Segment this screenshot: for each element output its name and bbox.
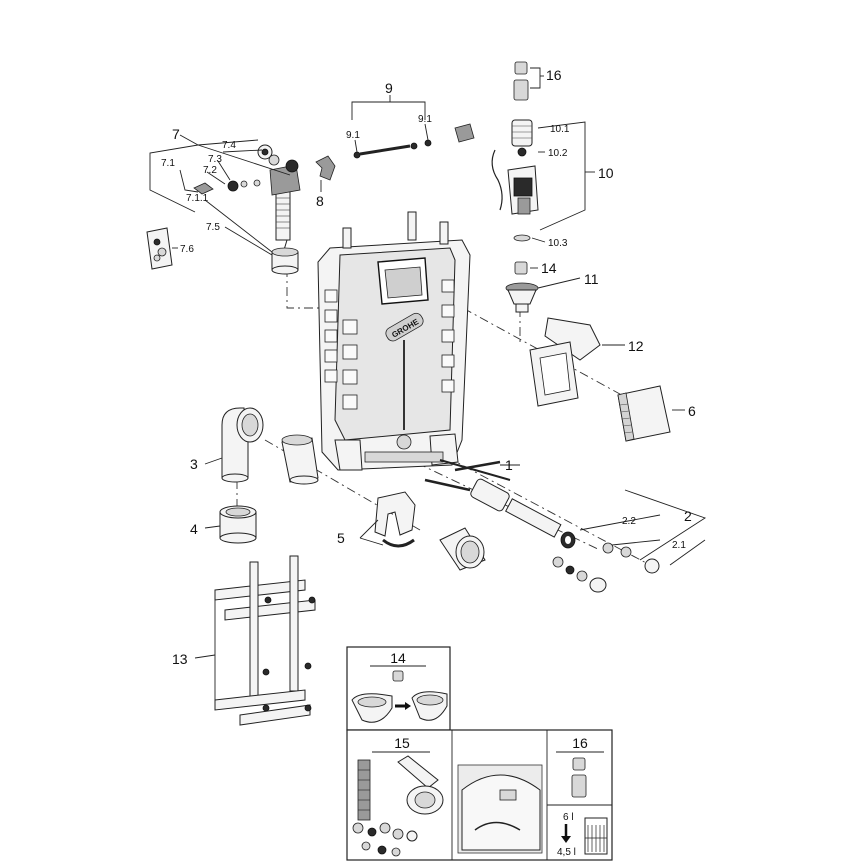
part-16-top: 16 (513, 61, 562, 101)
part-14: 14 (514, 260, 557, 276)
part-11-drain: 11 (505, 271, 599, 313)
part-6-box: 6 (617, 385, 696, 442)
part-10-flush-valve: 10.1 10.2 10 10.3 (491, 119, 614, 249)
label-14: 14 (541, 260, 557, 276)
inset-15-title: 15 (394, 735, 410, 751)
label-11: 11 (584, 271, 599, 287)
label-7-6: 7.6 (180, 244, 194, 255)
label-7-3: 7.3 (208, 154, 222, 165)
inset-panels: 14 15 (346, 646, 613, 861)
label-7: 7 (172, 126, 180, 142)
part-12-frame: 12 (529, 317, 644, 407)
part-7-fill-valve: 7 7.4 7.3 7.1 7.2 7.1.1 7.5 (149, 126, 301, 275)
part-5-bracket: 5 (337, 491, 416, 548)
wc-bowl-before (351, 693, 393, 723)
label-2-2: 2.2 (622, 516, 636, 527)
label-9-1b: 9.1 (418, 114, 432, 125)
label-7-1: 7.1 (161, 158, 175, 169)
label-5: 5 (337, 530, 345, 546)
part-1-rods: 1 (424, 457, 520, 492)
inset-16-vol-low: 4,5 l (557, 847, 576, 858)
label-8: 8 (316, 193, 324, 209)
label-9-1a: 9.1 (346, 130, 360, 141)
label-7-4: 7.4 (222, 140, 236, 151)
label-10-1: 10.1 (550, 124, 570, 135)
outlet-sleeve (439, 527, 486, 571)
label-1: 1 (505, 457, 513, 473)
part-4-connector: 4 (190, 505, 257, 544)
wc-bowl-after (411, 691, 448, 721)
label-10: 10 (598, 165, 614, 181)
part-3-pipe-bend: 3 (190, 407, 264, 483)
label-13: 13 (172, 651, 188, 667)
label-7-5: 7.5 (206, 222, 220, 233)
part-9-hose: 9 9.1 9.1 (346, 80, 475, 159)
label-3: 3 (190, 456, 198, 472)
inset-16-title: 16 (572, 735, 588, 751)
sleeve (281, 434, 319, 485)
inset-14-title: 14 (390, 650, 406, 666)
part-8-clip: 8 (315, 155, 336, 209)
label-2: 2 (684, 508, 692, 524)
label-16: 16 (546, 67, 562, 83)
label-6: 6 (688, 403, 696, 419)
label-7-2: 7.2 (203, 165, 217, 176)
inset-16-vol-high: 6 l (563, 812, 574, 823)
label-2-1: 2.1 (672, 540, 686, 551)
label-9: 9 (385, 80, 393, 96)
installed-bowl-view (457, 764, 543, 854)
label-12: 12 (628, 338, 644, 354)
part-2-connection-set: 2 2.2 2.1 (470, 478, 707, 593)
label-10-3: 10.3 (548, 238, 568, 249)
label-4: 4 (190, 521, 198, 537)
label-7-1-1: 7.1.1 (186, 193, 209, 204)
part-7-6-bag: 7.6 (146, 227, 194, 270)
label-10-2: 10.2 (548, 148, 568, 159)
part-13-brackets: 13 (172, 555, 316, 726)
installation-frame: GROHE (317, 211, 471, 471)
